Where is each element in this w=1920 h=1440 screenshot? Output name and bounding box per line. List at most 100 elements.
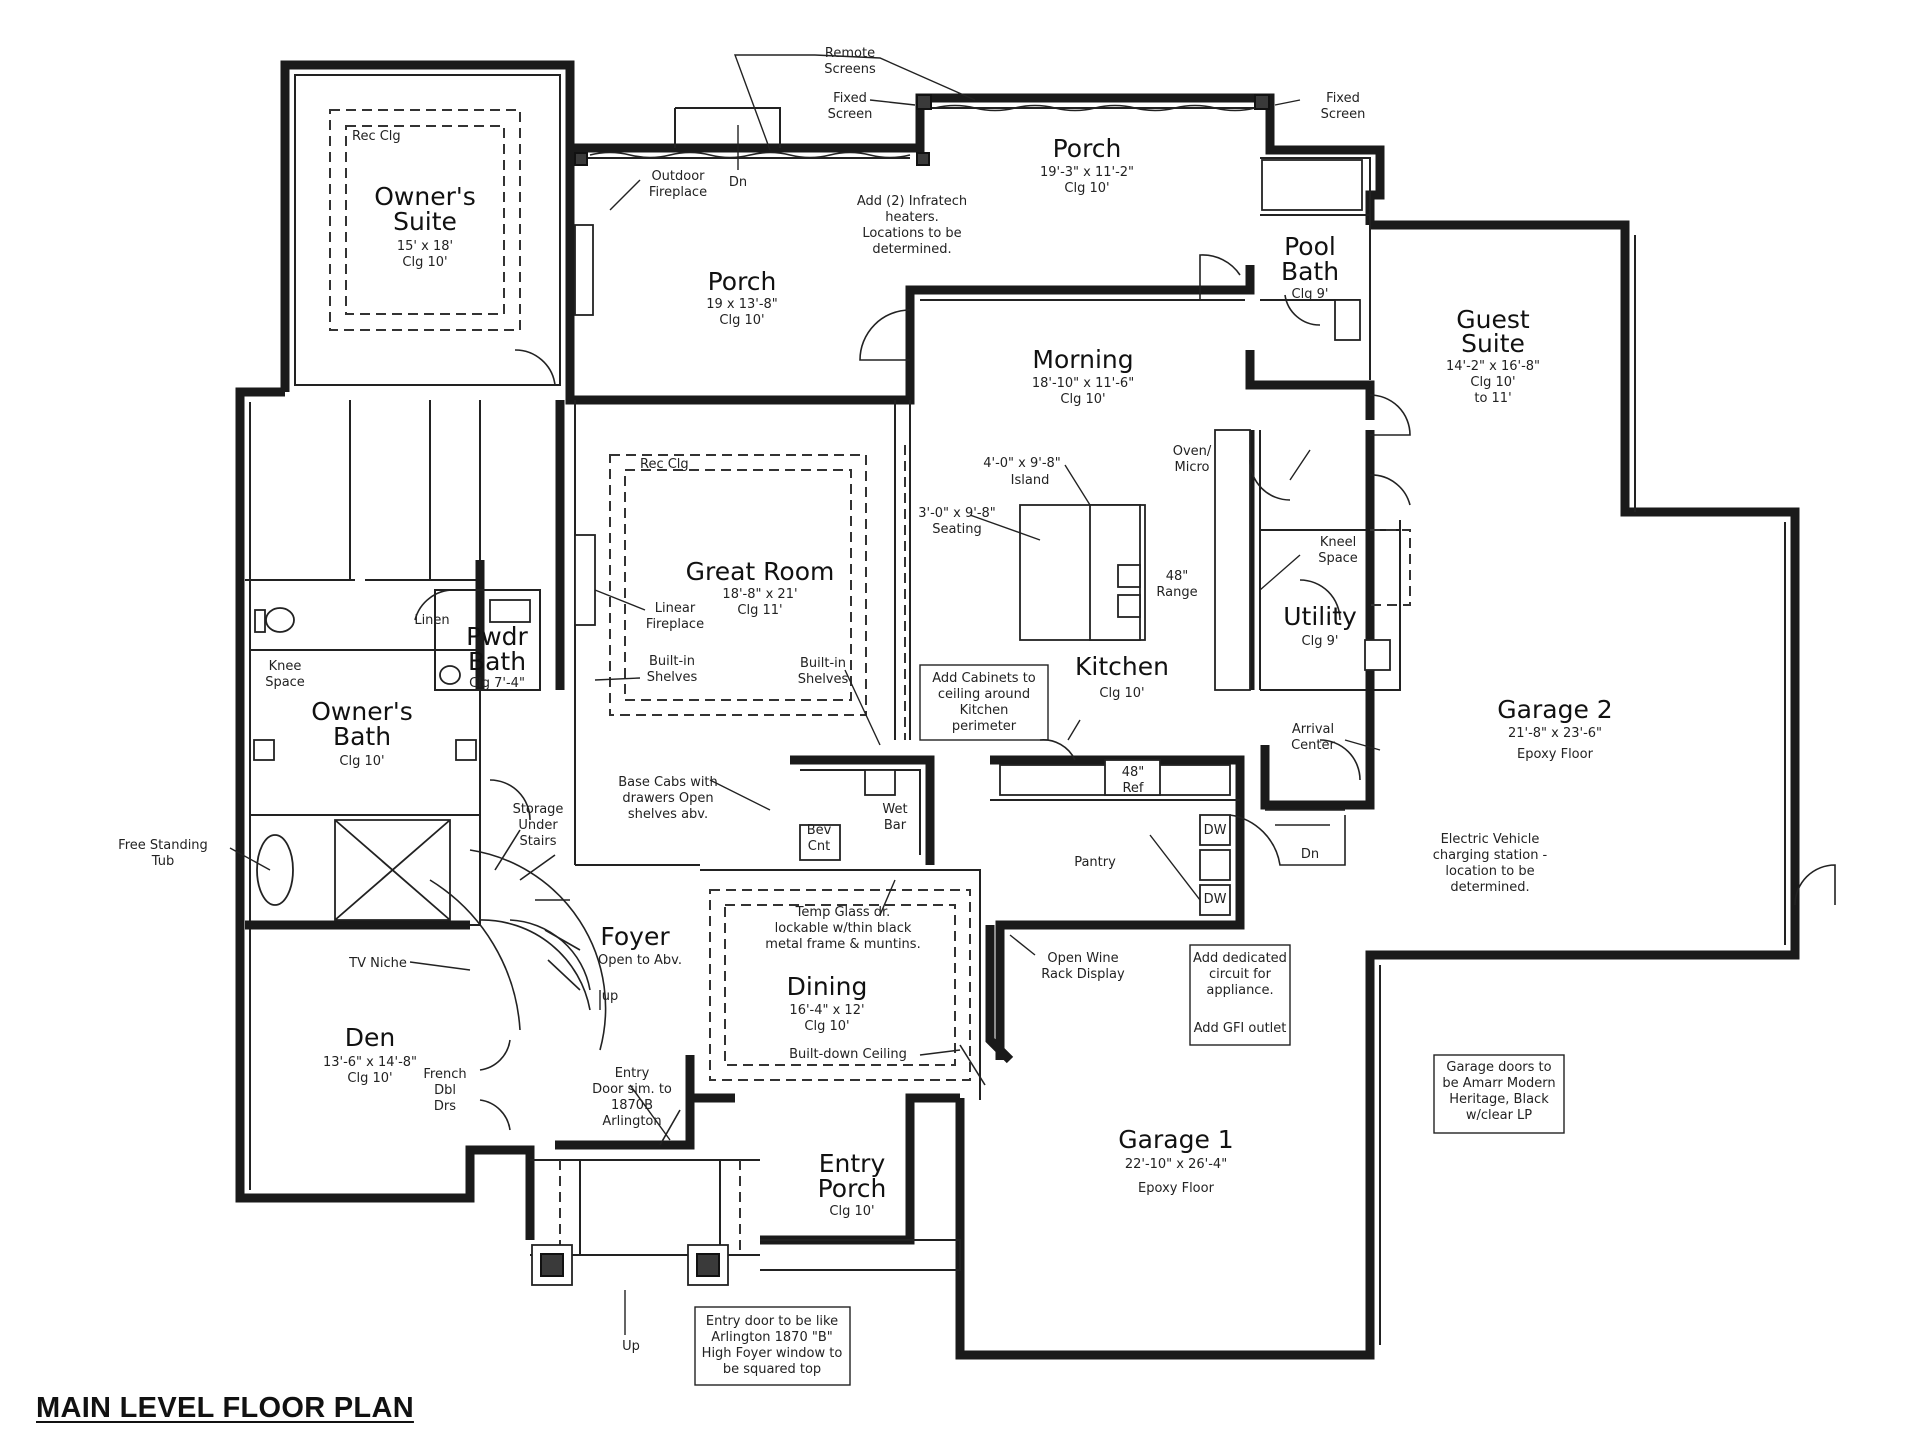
pool-bath-name-1: Pool: [1284, 232, 1336, 261]
wet-bar-2: Bar: [884, 818, 907, 833]
range-1: 48": [1166, 569, 1189, 584]
entry-door-sim-4: Arlington: [602, 1114, 661, 1129]
open-wine-2: Rack Display: [1041, 967, 1125, 982]
base-cabs-1: Base Cabs with: [618, 775, 718, 790]
garage1-size: 22'-10" x 26'-4": [1125, 1157, 1227, 1172]
garage-doors-note-1: Garage doors to: [1446, 1060, 1551, 1075]
fixed-screen-right-1: Fixed: [1326, 91, 1360, 106]
outdoor-fireplace-2: Fireplace: [649, 185, 707, 200]
arrival-center-2: Center: [1291, 738, 1335, 753]
dedicated-circuit-1: Add dedicated: [1193, 951, 1287, 966]
pool-bath-name-2: Bath: [1281, 257, 1339, 286]
dn-utility: Dn: [1301, 847, 1319, 862]
dining-size: 16'-4" x 12': [789, 1003, 864, 1018]
french-drs-3: Drs: [434, 1099, 456, 1114]
builtin-right-1: Built-in: [800, 656, 846, 671]
island-2: Island: [1011, 473, 1050, 488]
room-labels: Owner's Suite 15' x 18' Clg 10' Porch 19…: [311, 134, 1612, 1219]
great-room-name: Great Room: [686, 557, 835, 586]
french-drs-1: French: [423, 1067, 466, 1082]
guest-suite-size: 14'-2" x 16'-8": [1446, 359, 1540, 374]
utility-name: Utility: [1283, 602, 1357, 631]
morning-size: 18'-10" x 11'-6": [1032, 376, 1134, 391]
heaters-1: Add (2) Infratech: [857, 194, 967, 209]
free-tub-1: Free Standing: [118, 838, 208, 853]
temp-glass-1: Temp Glass dr.: [795, 905, 891, 920]
notes: Remote Screens Fixed Screen Fixed Screen…: [118, 46, 1555, 1377]
den-name: Den: [345, 1023, 395, 1052]
garage2-name: Garage 2: [1497, 695, 1612, 724]
french-drs-2: Dbl: [434, 1083, 456, 1098]
builtin-left-2: Shelves: [647, 670, 698, 685]
pantry-name: Pantry: [1074, 855, 1116, 870]
builtin-right-2: Shelves: [798, 672, 849, 687]
kitchen-clg: Clg 10': [1099, 686, 1144, 701]
remote-screens-1: Remote: [825, 46, 875, 61]
cabinets-note-1: Add Cabinets to: [932, 671, 1036, 686]
rec-clg-suite: Rec Clg: [352, 129, 401, 144]
up-entry: Up: [622, 1339, 640, 1354]
storage-stairs-1: Storage: [513, 802, 564, 817]
note-boxes: [694, 664, 1565, 1386]
heaters-4: determined.: [872, 242, 951, 257]
rear-porch-name: Porch: [708, 267, 777, 296]
garage1-name: Garage 1: [1118, 1125, 1233, 1154]
tv-niche: TV Niche: [348, 956, 407, 971]
guest-suite-name-1: Guest: [1456, 305, 1530, 334]
foyer-sub: Open to Abv.: [598, 953, 682, 968]
owners-suite-name-2: Suite: [393, 207, 457, 236]
up-stairs: up: [602, 989, 619, 1004]
linear-fireplace-1: Linear: [655, 601, 696, 616]
kitchen-name: Kitchen: [1075, 652, 1169, 681]
garage-doors-note-2: be Amarr Modern: [1442, 1076, 1555, 1091]
oven-micro-2: Micro: [1175, 460, 1210, 475]
dw-1: DW: [1204, 823, 1227, 838]
entry-door-note-4: be squared top: [723, 1362, 821, 1377]
owners-suite-clg: Clg 10': [402, 255, 447, 270]
outdoor-fireplace-1: Outdoor: [651, 169, 705, 184]
morning-clg: Clg 10': [1060, 392, 1105, 407]
linear-fireplace-2: Fireplace: [646, 617, 704, 632]
dw-2: DW: [1204, 892, 1227, 907]
seating-2: Seating: [932, 522, 981, 537]
ev-station-1: Electric Vehicle: [1441, 832, 1540, 847]
garage-doors-note-4: w/clear LP: [1466, 1108, 1532, 1123]
garage1-floor: Epoxy Floor: [1138, 1181, 1215, 1196]
ceiling-lines: [329, 109, 1411, 1255]
wet-bar-1: Wet: [882, 802, 907, 817]
utility-clg: Clg 9': [1302, 634, 1339, 649]
seating-1: 3'-0" x 9'-8": [918, 506, 996, 521]
knee-space-1: Knee: [269, 659, 302, 674]
cabinets-note-4: perimeter: [952, 719, 1017, 734]
great-room-size: 18'-8" x 21': [722, 587, 797, 602]
bev-cnt-2: Cnt: [808, 839, 830, 854]
entry-door-note-3: High Foyer window to: [702, 1346, 843, 1361]
fixed-screen-left-1: Fixed: [833, 91, 867, 106]
ev-station-4: determined.: [1450, 880, 1529, 895]
garage-doors-note-3: Heritage, Black: [1449, 1092, 1549, 1107]
owners-suite-size: 15' x 18': [397, 239, 453, 254]
free-tub-2: Tub: [151, 854, 174, 869]
dn-porch: Dn: [729, 175, 747, 190]
morning-name: Morning: [1032, 345, 1133, 374]
ref-1: 48": [1122, 765, 1145, 780]
remote-screens-2: Screens: [824, 62, 876, 77]
island-1: 4'-0" x 9'-8": [983, 456, 1061, 471]
pwdr-bath-name-1: Pwdr: [466, 622, 528, 651]
gfi-outlet: Add GFI outlet: [1194, 1021, 1287, 1036]
builtin-left-1: Built-in: [649, 654, 695, 669]
owners-bath-name-2: Bath: [333, 722, 391, 751]
pool-bath-clg: Clg 9': [1292, 287, 1329, 302]
open-wine-1: Open Wine: [1047, 951, 1118, 966]
cabinets-note-2: ceiling around: [938, 687, 1030, 702]
builtdown-ceiling: Built-down Ceiling: [789, 1047, 907, 1062]
entry-door-sim-3: 1870B: [611, 1098, 653, 1113]
garage2-size: 21'-8" x 23'-6": [1508, 726, 1602, 741]
entry-porch-clg: Clg 10': [829, 1204, 874, 1219]
rear-porch-clg: Clg 10': [719, 313, 764, 328]
oven-micro-1: Oven/: [1173, 444, 1212, 459]
entry-door-note-1: Entry door to be like: [706, 1314, 838, 1329]
dedicated-circuit-3: appliance.: [1206, 983, 1273, 998]
garage2-floor: Epoxy Floor: [1517, 747, 1594, 762]
